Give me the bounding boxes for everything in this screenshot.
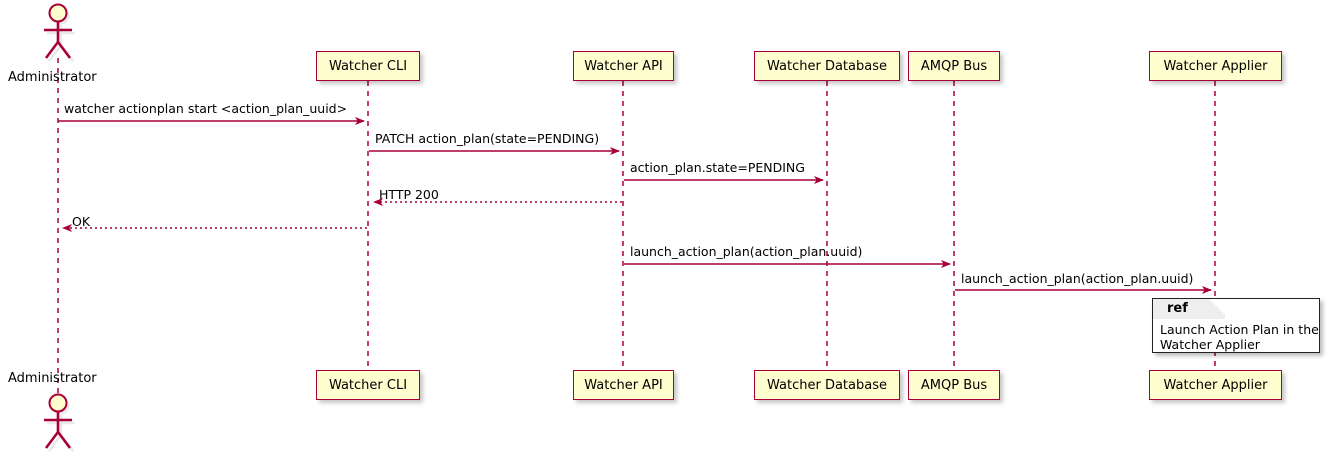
message-arrows bbox=[58, 117, 1212, 294]
participant-box-watcher-api-bottom[interactable]: Watcher API bbox=[573, 370, 674, 400]
actor-label-administrator-top: Administrator bbox=[8, 70, 97, 85]
actor-label-administrator-bottom: Administrator bbox=[8, 371, 97, 386]
participant-box-watcher-applier-top[interactable]: Watcher Applier bbox=[1149, 51, 1282, 81]
message-label-patch-action-plan: PATCH action_plan(state=PENDING) bbox=[375, 131, 600, 146]
participant-box-watcher-database-bottom[interactable]: Watcher Database bbox=[754, 370, 900, 400]
actor-administrator-figure-bottom bbox=[44, 393, 75, 452]
ref-fragment-text: Launch Action Plan in the Watcher Applie… bbox=[1160, 322, 1319, 352]
message-label-launch-action-plan-api: launch_action_plan(action_plan.uuid) bbox=[630, 244, 863, 259]
participant-box-watcher-cli-top[interactable]: Watcher CLI bbox=[316, 51, 420, 81]
message-label-watcher-actionplan-start: watcher actionplan start <action_plan_uu… bbox=[64, 101, 348, 116]
participant-box-watcher-database-top[interactable]: Watcher Database bbox=[754, 51, 900, 81]
message-label-http-200: HTTP 200 bbox=[379, 187, 439, 202]
participant-box-watcher-api-top[interactable]: Watcher API bbox=[573, 51, 674, 81]
actor-administrator-figure-top bbox=[44, 3, 75, 62]
participant-box-watcher-cli-bottom[interactable]: Watcher CLI bbox=[316, 370, 420, 400]
ref-fragment-tab-label: ref bbox=[1167, 301, 1188, 316]
message-label-ok: OK bbox=[72, 214, 91, 229]
ref-fragment[interactable]: ref Launch Action Plan in the Watcher Ap… bbox=[1152, 298, 1320, 353]
participant-box-watcher-applier-bottom[interactable]: Watcher Applier bbox=[1149, 370, 1282, 400]
participant-box-amqp-bus-bottom[interactable]: AMQP Bus bbox=[908, 370, 1000, 400]
message-label-action-plan-state: action_plan.state=PENDING bbox=[630, 160, 805, 175]
participant-box-amqp-bus-top[interactable]: AMQP Bus bbox=[908, 51, 1000, 81]
message-label-launch-action-plan-amqp: launch_action_plan(action_plan.uuid) bbox=[961, 271, 1194, 286]
ref-fragment-tab bbox=[1153, 299, 1225, 319]
